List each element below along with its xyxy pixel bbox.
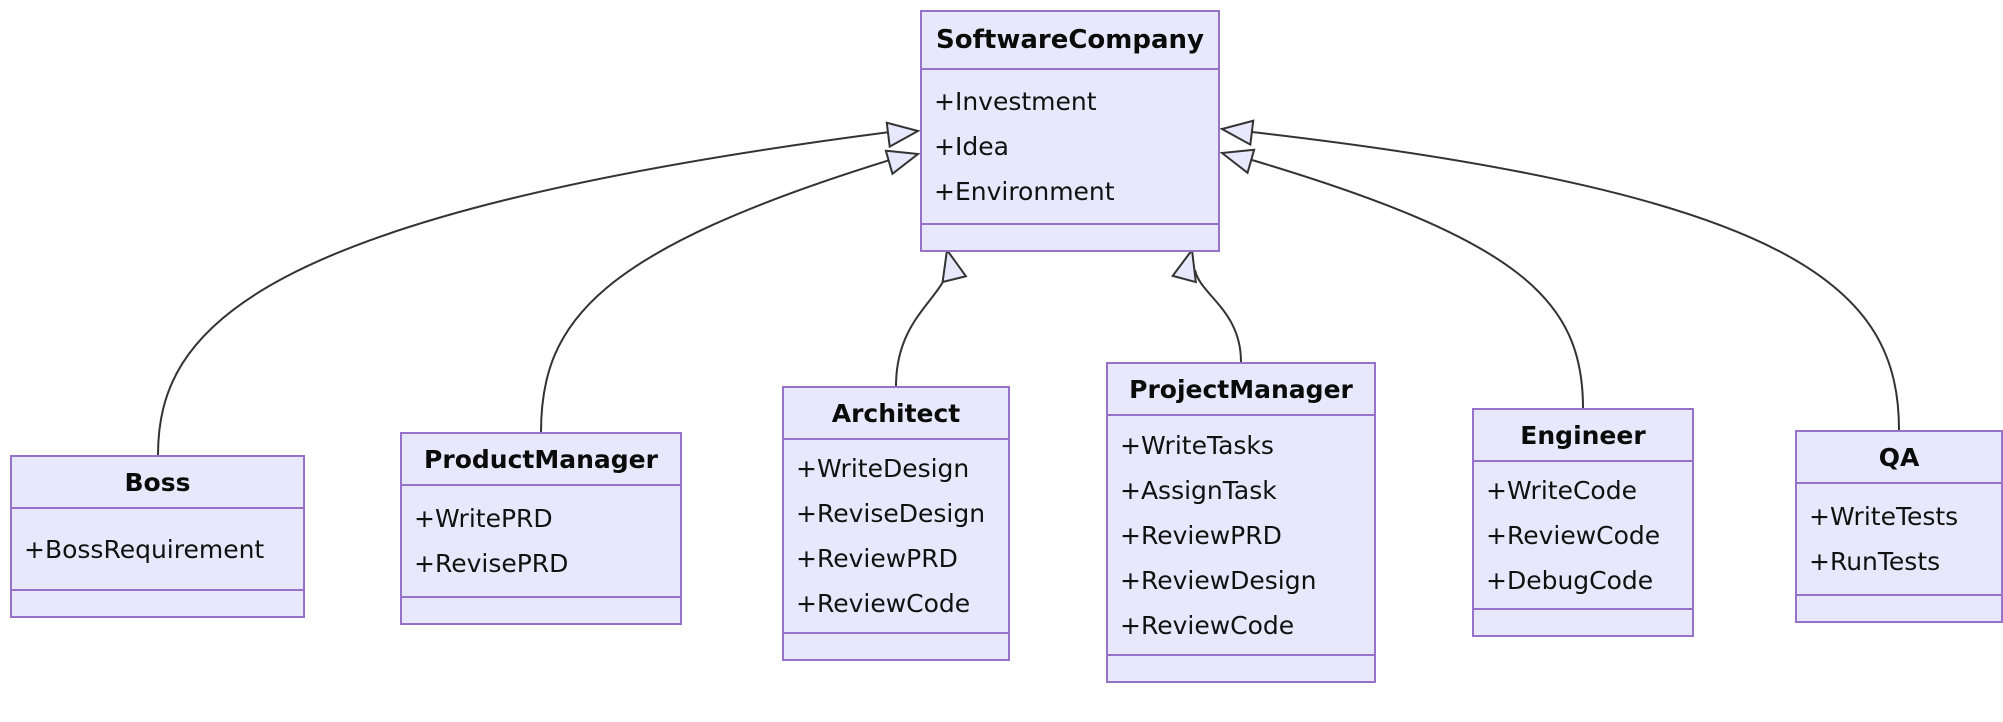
class-attribute: +WriteTests — [1809, 502, 1959, 531]
uml-class-qa[interactable]: QA +WriteTests +RunTests — [1795, 430, 2003, 623]
class-name-softwarecompany: SoftwareCompany — [922, 12, 1218, 70]
uml-class-productmanager[interactable]: ProductManager +WritePRD +RevisePRD — [400, 432, 682, 625]
class-attributes-projectmanager: +WriteTasks +AssignTask +ReviewPRD +ReviewD… — [1108, 416, 1374, 656]
class-methods-softwarecompany — [922, 225, 1218, 250]
class-attribute: +WriteTasks — [1120, 430, 1274, 460]
class-attribute: +WritePRD — [414, 504, 553, 533]
uml-class-architect[interactable]: Architect +WriteDesign +ReviseDesign +Revie… — [782, 386, 1010, 661]
class-attribute: +Environment — [934, 177, 1115, 206]
class-attribute: +BossRequirement — [24, 534, 265, 564]
edge-line — [895, 269, 949, 387]
class-methods-qa — [1797, 596, 2001, 621]
class-attribute: +ReviewPRD — [1120, 520, 1282, 550]
inheritance-edge-projectmanager-to-softwarecompany — [1170, 247, 1242, 363]
class-attribute: +ReviewCode — [796, 589, 971, 618]
class-methods-productmanager — [402, 598, 680, 623]
class-attributes-qa: +WriteTests +RunTests — [1797, 484, 2001, 596]
class-attribute: +WriteCode — [1486, 475, 1637, 505]
class-attributes-boss: +BossRequirement — [12, 509, 303, 591]
generalization-arrowhead-icon — [1219, 148, 1256, 175]
generalization-arrowhead-icon — [885, 121, 921, 149]
class-attributes-productmanager: +WritePRD +RevisePRD — [402, 486, 680, 598]
class-name-productmanager: ProductManager — [402, 434, 680, 486]
class-attribute: +RevisePRD — [414, 549, 569, 578]
generalization-arrowhead-icon — [884, 149, 921, 176]
class-attributes-engineer: +WriteCode +ReviewCode +DebugCode — [1474, 462, 1692, 610]
class-attributes-softwarecompany: +Investment +Idea +Environment — [922, 70, 1218, 225]
class-name-engineer: Engineer — [1474, 410, 1692, 462]
edge-line — [1194, 269, 1242, 363]
class-attribute: +WriteDesign — [796, 454, 970, 483]
class-attribute: +ReviseDesign — [796, 499, 986, 528]
class-attribute: +ReviewCode — [1120, 610, 1295, 640]
class-attributes-architect: +WriteDesign +ReviseDesign +ReviewPRD +Revi… — [784, 440, 1008, 634]
uml-class-projectmanager[interactable]: ProjectManager +WriteTasks +AssignTask +Rev… — [1106, 362, 1376, 683]
class-attribute: +Investment — [934, 87, 1097, 116]
class-attribute: +ReviewPRD — [796, 544, 958, 573]
class-methods-boss — [12, 591, 303, 616]
class-attribute: +Idea — [934, 132, 1009, 161]
generalization-arrowhead-icon — [941, 247, 968, 284]
generalization-arrowhead-icon — [1219, 119, 1255, 147]
class-methods-engineer — [1474, 610, 1692, 635]
class-attribute: +DebugCode — [1486, 565, 1654, 595]
class-attribute: +AssignTask — [1120, 475, 1277, 505]
class-name-architect: Architect — [784, 388, 1008, 440]
edge-line — [157, 131, 891, 456]
generalization-arrowhead-icon — [1170, 247, 1197, 284]
class-attribute: +ReviewCode — [1486, 520, 1661, 550]
class-attribute: +RunTests — [1809, 547, 1941, 576]
class-name-boss: Boss — [12, 457, 303, 509]
uml-class-softwarecompany[interactable]: SoftwareCompany +Investment +Idea +Environm… — [920, 10, 1220, 252]
uml-class-engineer[interactable]: Engineer +WriteCode +ReviewCode +DebugCode — [1472, 408, 1694, 637]
class-methods-projectmanager — [1108, 656, 1374, 681]
class-attribute: +ReviewDesign — [1120, 565, 1317, 595]
inheritance-edge-architect-to-softwarecompany — [895, 247, 968, 387]
class-name-qa: QA — [1797, 432, 2001, 484]
uml-class-boss[interactable]: Boss +BossRequirement — [10, 455, 305, 618]
class-name-projectmanager: ProjectManager — [1108, 364, 1374, 416]
class-methods-architect — [784, 634, 1008, 659]
